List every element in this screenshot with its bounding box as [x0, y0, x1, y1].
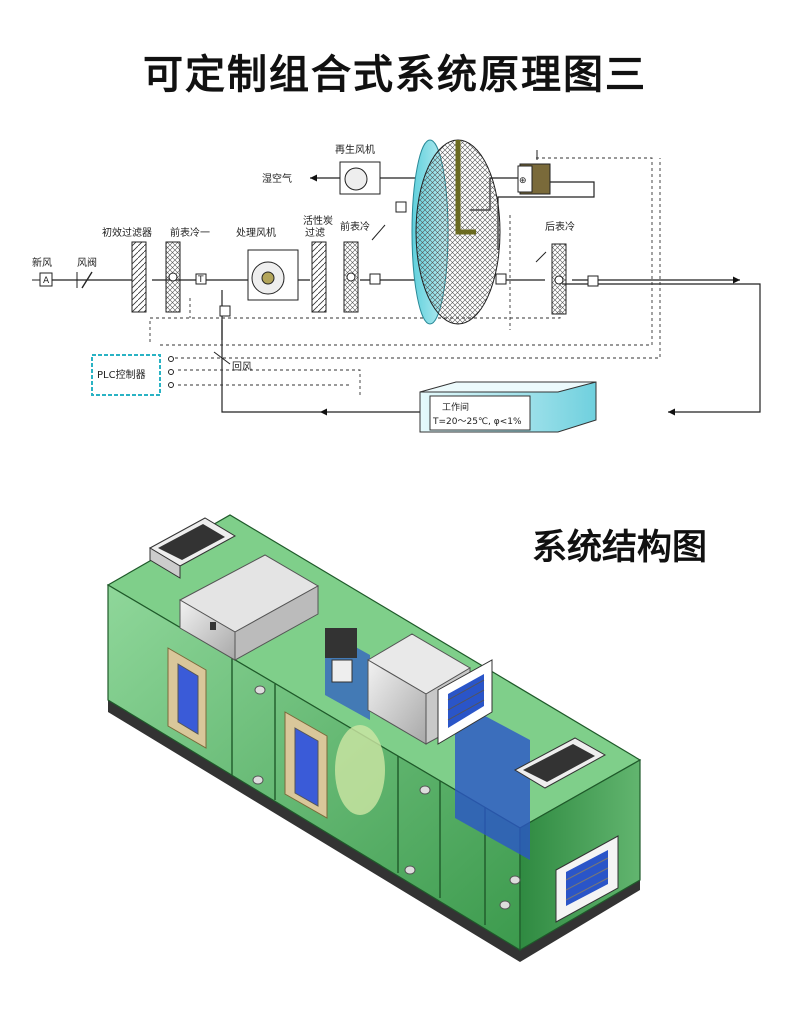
process-fan: 处理风机	[219, 226, 299, 317]
svg-text:新风: 新风	[32, 256, 52, 269]
svg-text:工作间: 工作间	[442, 401, 469, 413]
svg-text:再生风机: 再生风机	[335, 143, 375, 156]
access-door-2	[284, 711, 328, 819]
regen-heater: ⊕	[517, 150, 551, 195]
svg-text:回风: 回风	[232, 361, 252, 373]
precool-coil-1: 前表冷一 T	[165, 226, 210, 313]
svg-text:A: A	[43, 276, 50, 286]
svg-text:过滤: 过滤	[305, 226, 325, 239]
activated-carbon-filter: 活性炭 过滤	[303, 214, 333, 313]
top-vent-left	[148, 517, 237, 579]
structure-subtitle: 系统结构图	[532, 528, 708, 568]
plc-controller: PLC控制器	[91, 354, 174, 396]
svg-text:风阀: 风阀	[77, 256, 97, 269]
primary-filter: 初效过滤器	[102, 226, 152, 313]
svg-text:前表冷: 前表冷	[340, 220, 370, 233]
control-box	[178, 554, 320, 661]
svg-text:PLC控制器: PLC控制器	[97, 368, 146, 381]
svg-text:T: T	[197, 275, 204, 285]
svg-text:后表冷: 后表冷	[545, 220, 575, 233]
fan-motor	[325, 628, 357, 683]
top-vent-right	[513, 737, 607, 789]
unit-side-face	[519, 758, 641, 952]
svg-text:前表冷一: 前表冷一	[170, 226, 210, 239]
air-valve: 风阀	[76, 256, 97, 289]
svg-text:活性炭: 活性炭	[303, 214, 333, 227]
return-air-damper: 回风	[213, 351, 252, 373]
svg-text:初效过滤器: 初效过滤器	[102, 226, 152, 239]
svg-text:湿空气: 湿空气	[262, 172, 292, 185]
post-cool-coil: 后表冷	[535, 220, 599, 315]
workshop-room: 工作间 T=20～25℃, φ<1%	[419, 381, 597, 433]
svg-text:⊕: ⊕	[519, 176, 527, 186]
side-outlet	[555, 835, 619, 923]
control-lines	[149, 157, 661, 395]
access-door-1	[167, 647, 207, 749]
precool-coil-2: 前表冷	[340, 220, 386, 313]
regeneration-fan: 再生风机 湿空气	[262, 143, 381, 195]
fresh-air-inlet: 新风 A	[32, 256, 53, 287]
outlet-damper-top	[437, 659, 493, 745]
svg-text:T=20～25℃, φ<1%: T=20～25℃, φ<1%	[432, 417, 522, 427]
svg-text:处理风机: 处理风机	[236, 226, 276, 239]
desiccant-wheel	[395, 139, 507, 325]
page-title: 可定制组合式系统原理图三	[143, 52, 647, 98]
